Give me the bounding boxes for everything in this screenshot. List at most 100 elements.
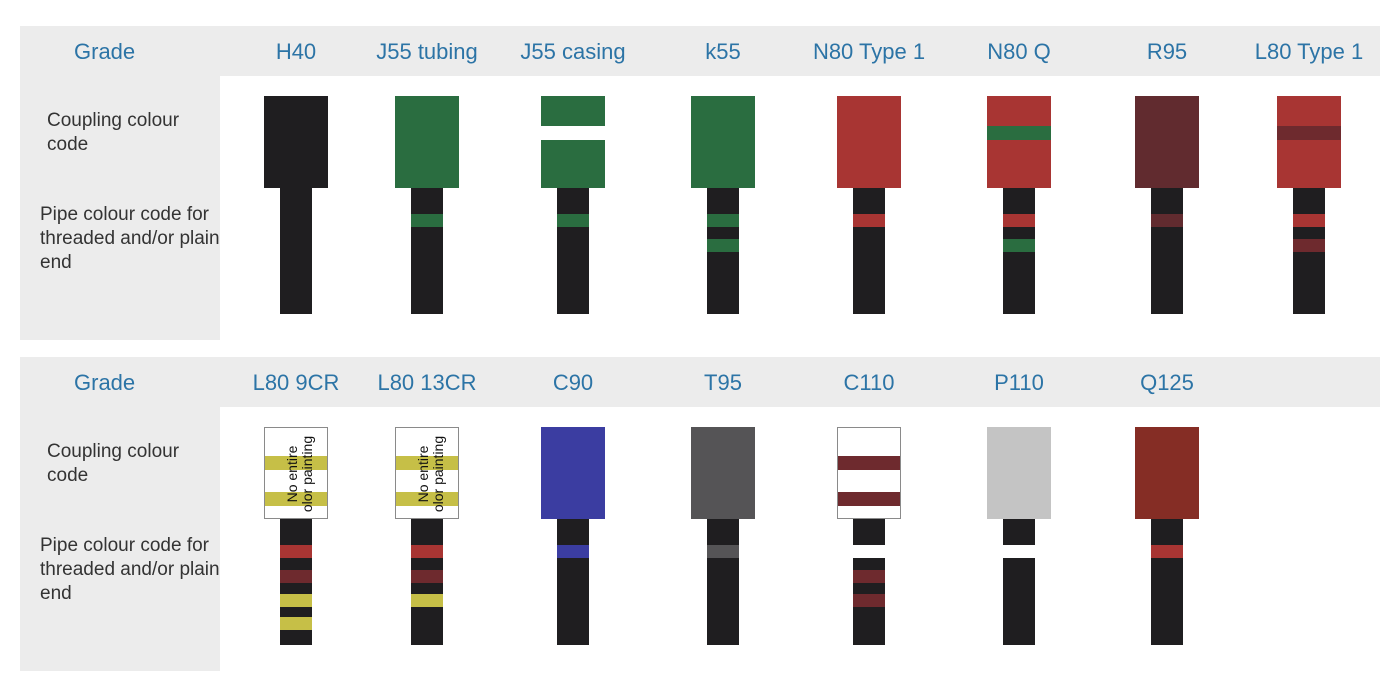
pipe-body [1293, 188, 1325, 314]
pipe-colour-band [280, 594, 312, 607]
grade-name: P110 [994, 370, 1044, 395]
pipe-diagram [541, 26, 605, 326]
coupling-colour-band [265, 456, 327, 470]
grade-name: H40 [275, 39, 317, 64]
label-column [20, 407, 220, 671]
pipe-body [411, 188, 443, 314]
pipe-diagram [541, 357, 605, 657]
pipe-diagram [1135, 357, 1199, 657]
grade-name: N80 Type 1 [812, 39, 926, 64]
label-column [20, 76, 220, 340]
pipe-diagram [987, 357, 1051, 657]
pipe-diagram [987, 26, 1051, 326]
pipe-colour-code-label: Pipe colour code for threaded and/or pla… [40, 535, 220, 604]
coupling-colour-block [541, 96, 605, 188]
coupling-colour-block [1277, 96, 1341, 188]
coupling-colour-code-label: Coupling colour code [47, 441, 180, 486]
pipe-body [853, 188, 885, 314]
grade-name: J55 tubing [376, 39, 478, 64]
pipe-colour-band [1003, 214, 1035, 227]
coupling-colour-code-label: Coupling colour code [47, 110, 180, 155]
pipe-colour-band [853, 570, 885, 583]
pipe-diagram [395, 26, 459, 326]
pipe-colour-band [707, 545, 739, 558]
coupling-colour-band [396, 492, 458, 506]
pipe-body [707, 188, 739, 314]
pipe-colour-code-label: Pipe colour code for threaded and/or pla… [40, 204, 220, 273]
pipe-body [280, 519, 312, 645]
pipe-body [280, 188, 312, 314]
pipe-body [557, 519, 589, 645]
coupling-colour-band [265, 492, 327, 506]
pipe-diagram [691, 26, 755, 326]
grade-name: J55 casing [520, 39, 626, 64]
pipe-colour-band [411, 594, 443, 607]
pipe-colour-band [411, 214, 443, 227]
grade-heading: Grade [74, 370, 136, 395]
pipe-diagram [1277, 26, 1341, 326]
coupling-colour-band [1277, 126, 1341, 140]
grade-heading: Grade [74, 39, 136, 64]
coupling-colour-band [396, 456, 458, 470]
grade-name: T95 [704, 370, 742, 395]
pipe-colour-band [853, 545, 885, 558]
grade-panel-row-1: Grade Coupling colour code Pipe colour c… [20, 26, 1380, 340]
coupling-colour-band [838, 492, 900, 506]
coupling-colour-block [691, 427, 755, 519]
pipe-colour-band [1003, 239, 1035, 252]
coupling-colour-block [691, 96, 755, 188]
pipe-body [557, 188, 589, 314]
coupling-colour-band [987, 126, 1051, 140]
pipe-body [1151, 519, 1183, 645]
coupling-colour-block [264, 96, 328, 188]
grade-name: C110 [843, 370, 895, 395]
coupling-colour-block [541, 427, 605, 519]
grade-panel-row-2: Grade Coupling colour code Pipe colour c… [20, 357, 1380, 671]
coupling-colour-block [1135, 427, 1199, 519]
coupling-colour-block [1135, 96, 1199, 188]
coupling-colour-band [838, 456, 900, 470]
pipe-colour-band [707, 239, 739, 252]
coupling-colour-block [837, 96, 901, 188]
grade-name: Q125 [1140, 370, 1194, 395]
pipe-colour-band [1151, 545, 1183, 558]
coupling-colour-band [541, 126, 605, 140]
pipe-body [707, 519, 739, 645]
grade-name: N80 Q [987, 39, 1051, 64]
pipe-diagram [691, 357, 755, 657]
grade-name: C90 [552, 370, 594, 395]
grade-name: L80 Type 1 [1254, 39, 1364, 64]
pipe-diagram [1135, 26, 1199, 326]
header-band [20, 26, 1380, 76]
grade-name: L80 9CR [252, 370, 340, 395]
pipe-body [1151, 188, 1183, 314]
pipe-diagram [837, 357, 901, 657]
coupling-colour-block [395, 96, 459, 188]
pipe-colour-band [411, 545, 443, 558]
pipe-colour-band [1293, 239, 1325, 252]
coupling-colour-block [837, 427, 901, 519]
pipe-body [1003, 519, 1035, 645]
coupling-colour-block [987, 96, 1051, 188]
coupling-colour-block [987, 427, 1051, 519]
pipe-diagram [837, 26, 901, 326]
pipe-colour-band [280, 617, 312, 630]
pipe-colour-band [853, 594, 885, 607]
pipe-body [411, 519, 443, 645]
grade-name: L80 13CR [377, 370, 477, 395]
grade-name: R95 [1146, 39, 1188, 64]
header-band [20, 357, 1380, 407]
pipe-colour-band [557, 545, 589, 558]
pipe-colour-band [853, 214, 885, 227]
pipe-body [853, 519, 885, 645]
pipe-colour-band [1151, 214, 1183, 227]
pipe-colour-band [1003, 545, 1035, 558]
pipe-body [1003, 188, 1035, 314]
pipe-colour-band [707, 214, 739, 227]
pipe-colour-band [280, 570, 312, 583]
grade-name: k55 [705, 39, 741, 64]
